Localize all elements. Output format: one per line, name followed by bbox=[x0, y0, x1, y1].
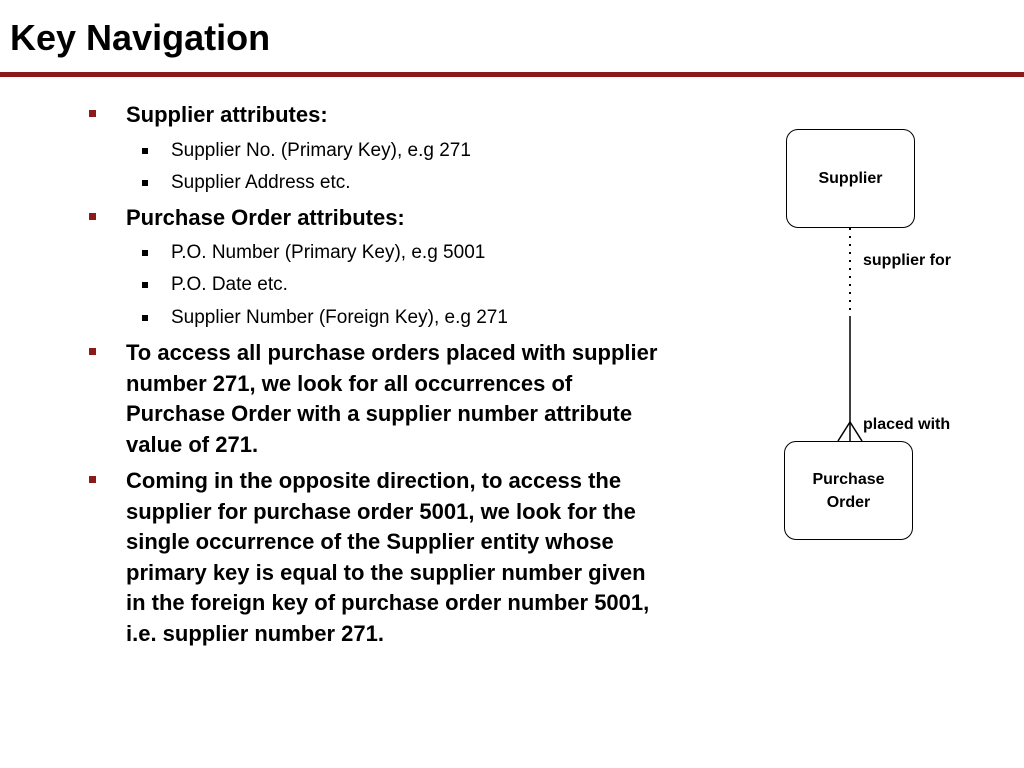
sub-bullet: P.O. Number (Primary Key), e.g 5001 bbox=[142, 241, 651, 265]
bullet-purchase-order-attributes: Purchase Order attributes: bbox=[89, 203, 666, 234]
title-underline bbox=[0, 72, 1024, 77]
crows-foot-icon bbox=[837, 421, 863, 442]
purchase-order-entity: Purchase Order bbox=[784, 441, 913, 540]
sub-bullet-text: Supplier Address etc. bbox=[171, 172, 351, 193]
square-bullet-icon bbox=[89, 213, 96, 220]
square-bullet-icon bbox=[89, 348, 96, 355]
sub-bullet: P.O. Date etc. bbox=[142, 273, 651, 297]
bullet-text: Coming in the opposite direction, to acc… bbox=[126, 468, 650, 646]
bullet-opposite-direction: Coming in the opposite direction, to acc… bbox=[89, 466, 666, 649]
sub-bullet: Supplier Number (Foreign Key), e.g 271 bbox=[142, 306, 651, 330]
square-bullet-icon bbox=[89, 110, 96, 117]
relationship-label-placed-with: placed with bbox=[863, 416, 951, 433]
sub-bullet-text: P.O. Number (Primary Key), e.g 5001 bbox=[171, 242, 486, 263]
square-bullet-icon bbox=[142, 315, 148, 321]
slide-title: Key Navigation bbox=[10, 17, 271, 58]
square-bullet-icon bbox=[142, 282, 148, 288]
sub-bullet: Supplier No. (Primary Key), e.g 271 bbox=[142, 139, 651, 163]
entity-label: Supplier bbox=[818, 170, 883, 187]
square-bullet-icon bbox=[142, 250, 148, 256]
square-bullet-icon bbox=[142, 180, 148, 186]
sub-bullet-text: Supplier Number (Foreign Key), e.g 271 bbox=[171, 307, 508, 328]
entity-label-line: Order bbox=[826, 493, 871, 511]
bullet-supplier-attributes: Supplier attributes: bbox=[89, 100, 666, 131]
relationship-label-supplier-for: supplier for bbox=[863, 252, 952, 269]
sub-bullet-text: Supplier No. (Primary Key), e.g 271 bbox=[171, 140, 471, 161]
square-bullet-icon bbox=[142, 148, 148, 154]
entity-label-line: Purchase bbox=[812, 470, 885, 488]
bullet-text: To access all purchase orders placed wit… bbox=[126, 340, 658, 457]
square-bullet-icon bbox=[89, 476, 96, 483]
sub-bullet: Supplier Address etc. bbox=[142, 171, 651, 195]
sub-bullet-text: P.O. Date etc. bbox=[171, 274, 288, 295]
bullet-text: Supplier attributes: bbox=[126, 102, 328, 127]
bullet-text: Purchase Order attributes: bbox=[126, 205, 405, 230]
bullet-access-purchase-orders: To access all purchase orders placed wit… bbox=[89, 338, 666, 460]
supplier-entity: Supplier bbox=[786, 129, 915, 228]
